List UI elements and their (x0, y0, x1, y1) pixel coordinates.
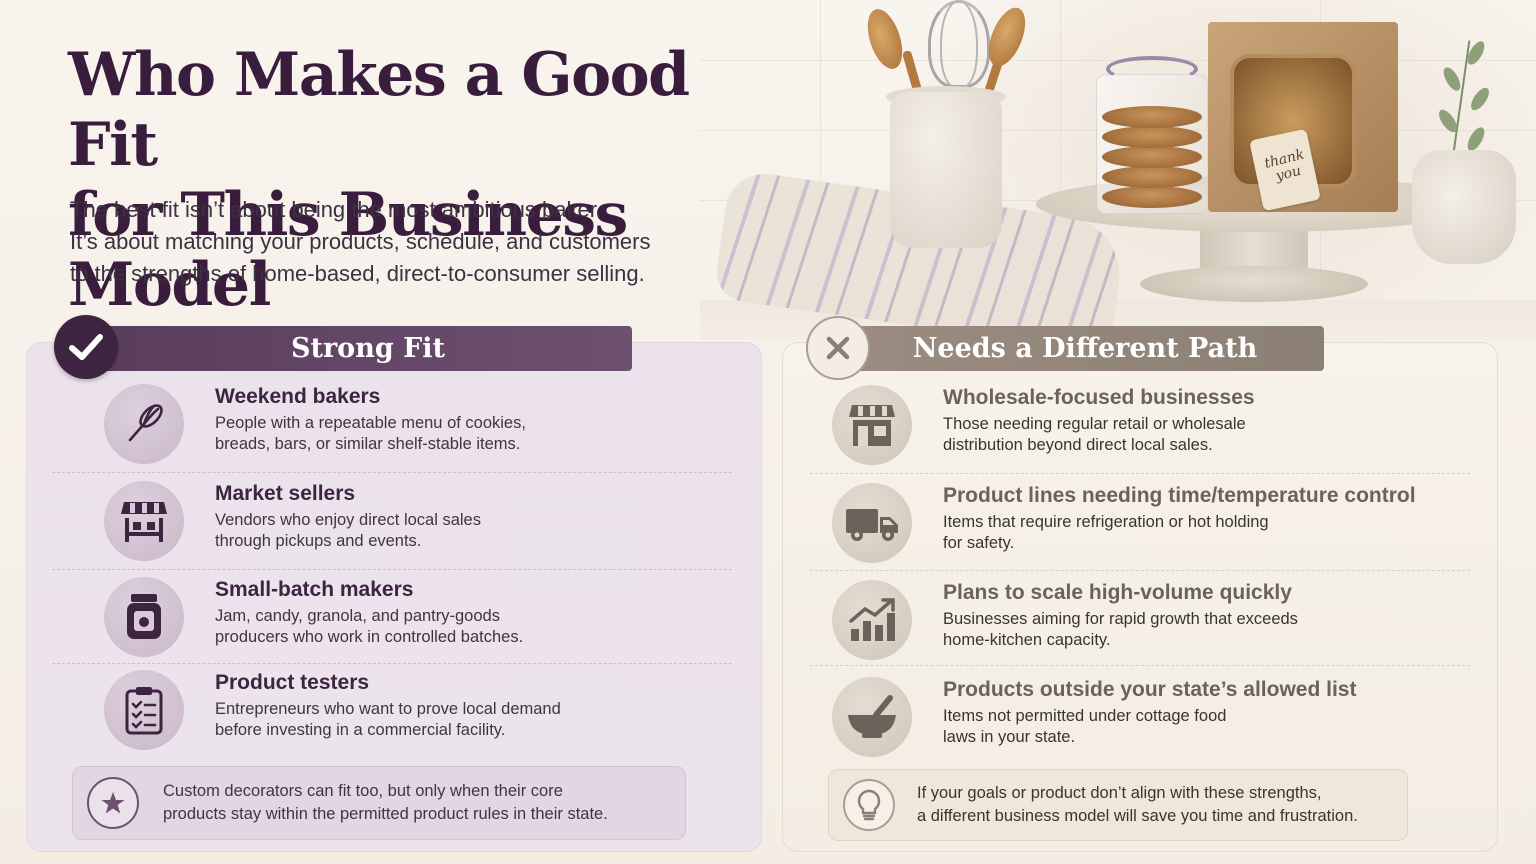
divider (52, 472, 732, 473)
market-stall-icon (104, 481, 184, 561)
different-path-note: If your goals or product don’t align wit… (828, 769, 1408, 841)
item-description: Those needing regular retail or wholesal… (943, 415, 1246, 454)
delivery-truck-icon (832, 483, 912, 563)
strong-fit-title: Strong Fit (290, 333, 445, 364)
ribbon-bow (1106, 56, 1198, 82)
different-path-note-text: If your goals or product don’t align wit… (917, 784, 1358, 825)
item-description: People with a repeatable menu of cookies… (215, 414, 526, 453)
divider (52, 569, 732, 570)
list-item-market-sellers: Market sellers Vendors who enjoy direct … (104, 481, 481, 561)
mortar-pestle-icon (832, 677, 912, 757)
check-icon (54, 315, 118, 379)
list-item-weekend-bakers: Weekend bakers People with a repeatable … (104, 384, 526, 464)
item-title: Plans to scale high-volume quickly (943, 581, 1292, 604)
list-item-wholesale-focused: Wholesale-focused businesses Those needi… (832, 385, 1255, 465)
strong-fit-note: Custom decorators can fit too, but only … (72, 766, 686, 840)
strong-fit-banner: Strong Fit (96, 326, 632, 371)
divider (810, 473, 1470, 474)
divider (52, 663, 732, 664)
utensil-crock (890, 92, 1002, 248)
strong-fit-note-text: Custom decorators can fit too, but only … (163, 782, 608, 823)
item-title: Product lines needing time/temperature c… (943, 484, 1416, 507)
star-icon (87, 777, 139, 829)
clipboard-checklist-icon (104, 670, 184, 750)
item-title: Products outside your state’s allowed li… (943, 678, 1357, 701)
list-item-small-batch-makers: Small-batch makers Jam, candy, granola, … (104, 577, 523, 657)
divider (810, 665, 1470, 666)
divider (810, 570, 1470, 571)
whisk-icon (104, 384, 184, 464)
item-title: Market sellers (215, 482, 356, 505)
different-path-banner: Needs a Different Path (846, 326, 1324, 371)
plant-vase (1412, 150, 1516, 264)
item-description: Items that require refrigeration or hot … (943, 513, 1269, 552)
item-title: Small-batch makers (215, 578, 414, 601)
list-item-outside-allowed-list: Products outside your state’s allowed li… (832, 677, 1356, 757)
item-title: Wholesale-focused businesses (943, 386, 1255, 409)
item-title: Weekend bakers (215, 385, 381, 408)
item-description: Businesses aiming for rapid growth that … (943, 610, 1298, 649)
growth-chart-icon (832, 580, 912, 660)
x-icon (806, 316, 870, 380)
list-item-scale-high-volume: Plans to scale high-volume quickly Busin… (832, 580, 1298, 660)
page-title: Who Makes a Good Fit for This Business M… (68, 40, 690, 320)
jam-jar-icon (104, 577, 184, 657)
lightbulb-icon (843, 779, 895, 831)
item-description: Entrepreneurs who want to prove local de… (215, 700, 561, 739)
item-title: Product testers (215, 671, 370, 694)
list-item-product-testers: Product testers Entrepreneurs who want t… (104, 670, 561, 750)
list-item-time-temperature-control: Product lines needing time/temperature c… (832, 483, 1416, 563)
wooden-spoon-icon (861, 4, 909, 74)
different-path-title: Needs a Different Path (912, 333, 1258, 364)
page-subtitle: The best fit isn’t about being the most … (70, 197, 651, 286)
storefront-icon (832, 385, 912, 465)
